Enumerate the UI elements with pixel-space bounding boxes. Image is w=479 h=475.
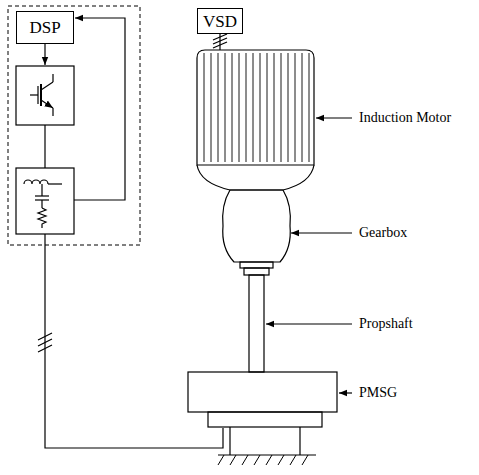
dsp-box: DSP — [16, 11, 74, 44]
box-text: VSD — [203, 13, 237, 30]
vsd-box: VSD — [197, 8, 243, 34]
motor-label: Induction Motor — [358, 111, 452, 125]
box-text: DSP — [29, 19, 60, 36]
pmsg-label: PMSG — [358, 386, 398, 400]
propshaft-label: Propshaft — [358, 317, 414, 331]
gearbox-label: Gearbox — [358, 226, 408, 240]
